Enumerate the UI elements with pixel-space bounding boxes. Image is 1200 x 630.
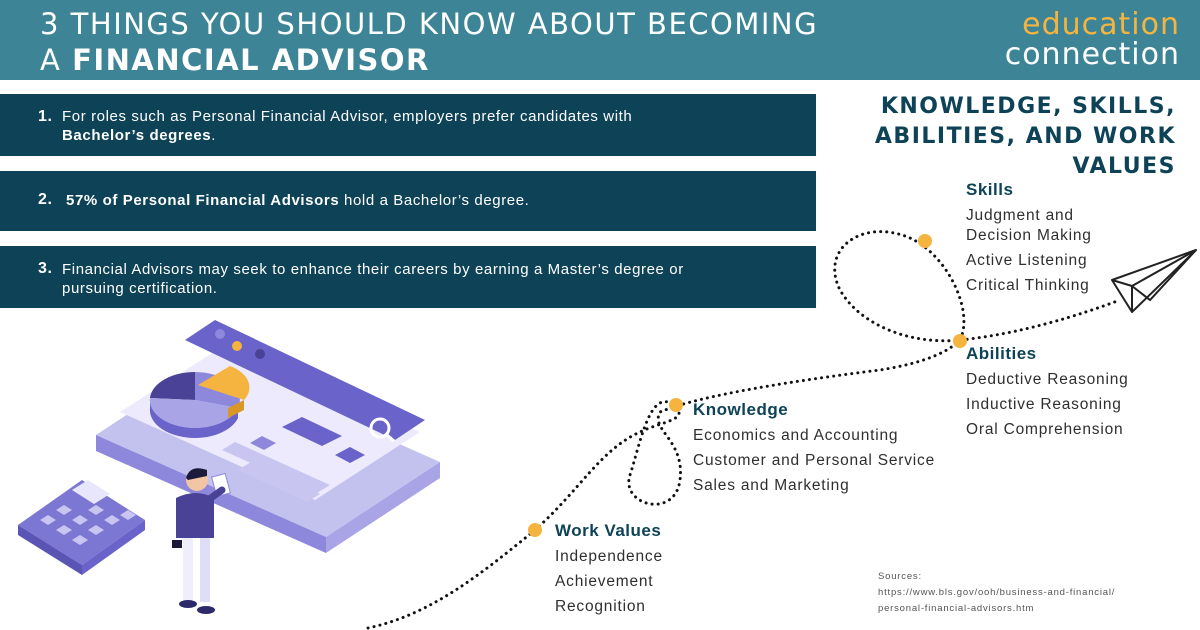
abilities-heading: Abilities — [966, 344, 1037, 363]
fact-number: 1. — [38, 108, 53, 125]
skills-item: Active Listening — [966, 252, 1088, 269]
work-values-item: Achievement — [555, 573, 654, 590]
abilities-item: Oral Comprehension — [966, 421, 1124, 438]
skills-item: Critical Thinking — [966, 277, 1090, 294]
header-banner: 3 THINGS YOU SHOULD KNOW ABOUT BECOMING … — [0, 0, 1200, 80]
milestone-dot-work-values — [528, 523, 542, 537]
abilities-item: Deductive Reasoning — [966, 371, 1129, 388]
abilities-item: Inductive Reasoning — [966, 396, 1122, 413]
education-connection-logo: education connection — [965, 10, 1180, 70]
fact-box-3: 3. Financial Advisors may seek to enhanc… — [0, 246, 816, 308]
fact-number: 2. — [38, 191, 53, 208]
title-line-2: A FINANCIAL ADVISOR — [40, 42, 818, 78]
title-line-1: 3 THINGS YOU SHOULD KNOW ABOUT BECOMING — [40, 7, 819, 41]
knowledge-heading: Knowledge — [693, 400, 789, 419]
dashboard-illustration — [96, 320, 440, 553]
work-values-item: Recognition — [555, 598, 646, 615]
sources-url-line: https://www.bls.gov/ooh/business-and-fin… — [878, 587, 1116, 598]
ksa-section-title: KNOWLEDGE, SKILLS, ABILITIES, AND WORK V… — [856, 92, 1176, 182]
fact-text: 57% of Personal Financial Advisors hold … — [66, 191, 736, 210]
sources-url-line: personal-financial-advisors.htm — [878, 603, 1035, 614]
fact-number: 3. — [38, 260, 53, 277]
fact-text-part: hold a Bachelor’s degree. — [344, 192, 530, 209]
fact-box-2: 2. 57% of Personal Financial Advisors ho… — [0, 171, 816, 231]
ksa-title-line: VALUES — [1072, 154, 1176, 179]
page-title: 3 THINGS YOU SHOULD KNOW ABOUT BECOMING … — [40, 6, 818, 78]
sources-note: Sources: https://www.bls.gov/ooh/busines… — [878, 569, 1115, 617]
ksa-title-line: ABILITIES, AND WORK — [874, 124, 1176, 149]
milestone-dot-skills — [918, 234, 932, 248]
knowledge-item: Customer and Personal Service — [693, 452, 936, 469]
knowledge-item: Sales and Marketing — [693, 477, 850, 494]
milestone-dot-knowledge — [669, 398, 683, 412]
magnifier-icon — [369, 417, 395, 443]
fact-text: For roles such as Personal Financial Adv… — [62, 107, 736, 145]
title-bold: FINANCIAL ADVISOR — [72, 43, 430, 77]
logo-word-education: education — [1022, 7, 1180, 42]
calculator-icon — [18, 480, 145, 575]
sources-label: Sources: — [878, 571, 922, 582]
skills-item: Judgment and — [966, 207, 1074, 224]
title-prefix: A — [40, 43, 62, 77]
fact-text-bold: 57% of Personal Financial Advisors — [66, 192, 340, 209]
work-values-heading: Work Values — [555, 521, 662, 540]
fact-text-bold: Bachelor’s degrees — [62, 127, 212, 144]
fact-text-part: . — [211, 127, 216, 144]
skills-heading: Skills — [966, 180, 1014, 199]
paper-plane-icon — [1111, 249, 1197, 313]
skills-item: Decision Making — [966, 227, 1092, 244]
pie-chart-icon — [149, 366, 250, 438]
fact-text: Financial Advisors may seek to enhance t… — [62, 261, 684, 297]
milestone-dot-abilities — [953, 334, 967, 348]
logo-word-connection: connection — [1004, 37, 1180, 72]
fact-box-1: 1. For roles such as Personal Financial … — [0, 94, 816, 156]
fact-text-part: For roles such as Personal Financial Adv… — [62, 108, 633, 125]
ksa-title-line: KNOWLEDGE, SKILLS, — [880, 94, 1176, 119]
work-values-item: Independence — [555, 548, 663, 565]
person-icon — [172, 468, 231, 614]
knowledge-item: Economics and Accounting — [693, 427, 899, 444]
